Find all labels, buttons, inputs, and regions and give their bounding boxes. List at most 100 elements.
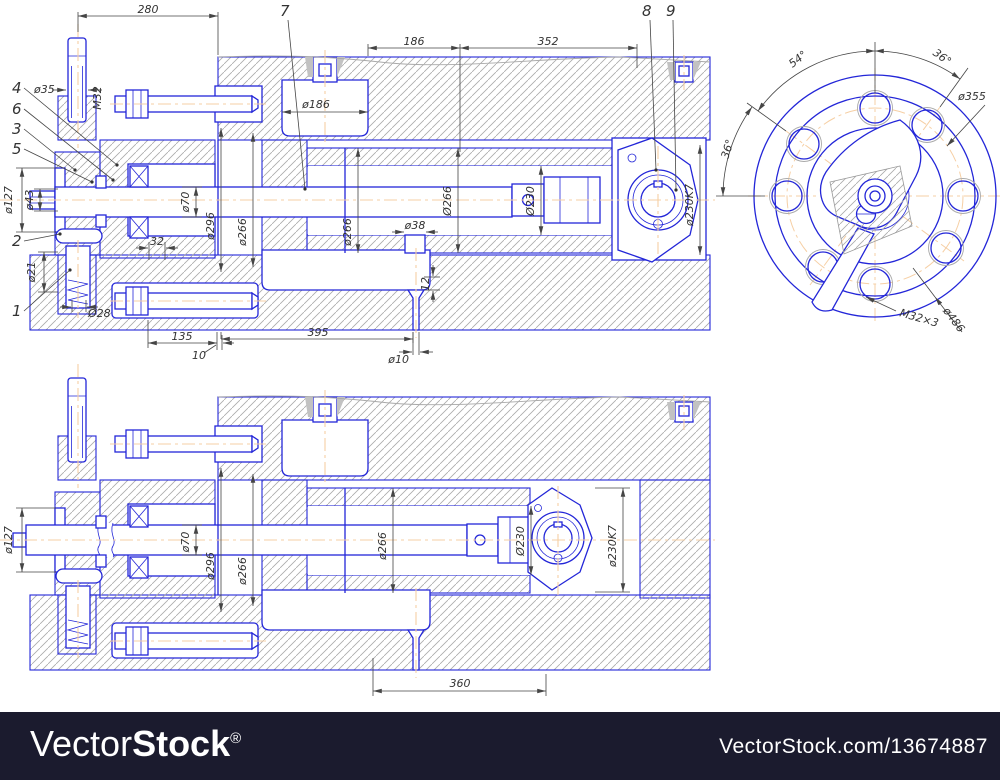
- watermark-background: [0, 712, 1000, 780]
- end-view-lever: [811, 119, 922, 312]
- flange-inner-circle: [774, 95, 976, 297]
- dim-label-dia230k7: ø230K7: [606, 525, 619, 568]
- callout-6: 6: [12, 100, 22, 118]
- dim-label-135: 135: [172, 330, 193, 343]
- dim-dia296: ø296: [204, 468, 224, 612]
- dim-label-dia266-housing: ø266: [236, 557, 249, 586]
- tube-top-wall: [306, 487, 531, 507]
- callout-3: 3: [12, 120, 22, 138]
- dim-label-dia38: ø38: [404, 219, 426, 232]
- plate-hole: [627, 153, 637, 163]
- dim-dia230k7: ø230K7: [683, 145, 703, 255]
- base-cavity: [261, 249, 431, 291]
- dim-dia70: ø70: [179, 524, 202, 556]
- dim-label-186: 186: [404, 35, 425, 48]
- seal-top: [95, 515, 107, 529]
- dim-label-m32: M32: [91, 86, 104, 110]
- bottom-section-view: ø127 ø70 ø296 ø266 ø266 Ø230 ø230K7: [0, 364, 715, 696]
- bolt-hole: [788, 128, 820, 160]
- callout-9: 9: [666, 2, 676, 20]
- dim-label-dia296: ø296: [204, 212, 217, 241]
- dim-label-dia70: ø70: [179, 532, 192, 554]
- top-view-centerlines: [0, 24, 715, 338]
- dim-label-32: 32: [150, 235, 164, 248]
- dim-dia127: ø127: [2, 507, 56, 573]
- base-cavity: [261, 589, 431, 631]
- top-section-view: 280 186 352 ø35 M32 ø186 ø127 ø43: [0, 2, 715, 366]
- dim-label-352: 352: [538, 35, 559, 48]
- callout-7: 7: [280, 2, 290, 20]
- top-view-dimensions: 280 186 352 ø35 M32 ø186 ø127 ø43: [2, 3, 703, 366]
- dim-label-dia230k7: ø230K7: [683, 184, 696, 227]
- dim-dia296: ø296: [204, 128, 224, 272]
- dim-dia38: ø38: [392, 219, 438, 235]
- dim-186-352: 186 352: [367, 35, 638, 152]
- dim-dia266-housing: ø266: [236, 133, 256, 267]
- vertical-stud: [67, 37, 87, 123]
- dim-dia186: ø186: [282, 98, 368, 115]
- vertical-stud: [67, 377, 87, 463]
- callout-8: 8: [642, 2, 652, 20]
- dim-label-dia70: ø70: [179, 192, 192, 214]
- dim-label-280: 280: [138, 3, 159, 16]
- dim-360: 360: [372, 658, 547, 696]
- dim-label-dia127: ø127: [2, 526, 15, 555]
- vectorstock-credit: VectorStock.com/13674887: [719, 735, 988, 758]
- dim-label-360: 360: [450, 677, 471, 690]
- dim-280: 280: [77, 3, 219, 55]
- dim-dia28: Ø28: [60, 300, 111, 320]
- dim-dia230k7: ø230K7: [595, 487, 630, 593]
- callout-4: 4: [12, 79, 22, 97]
- dim-dia10: ø10: [387, 332, 433, 366]
- dim-dia21: ø21: [25, 251, 58, 293]
- dim-dia35: ø35: [33, 83, 102, 96]
- dim-12: 12: [419, 265, 440, 302]
- plate-hole: [534, 504, 542, 512]
- dim-label-dia35: ø35: [33, 83, 55, 96]
- port-hole: [404, 234, 426, 254]
- bottom-view-dimensions: ø127 ø70 ø296 ø266 ø266 Ø230 ø230K7: [2, 468, 630, 696]
- dim-label-dia266-head: ø266: [341, 218, 354, 247]
- lever-lower-arm: [811, 227, 875, 312]
- seal-top: [95, 175, 107, 189]
- casting-outline: [217, 395, 711, 406]
- dim-dia70: ø70: [179, 186, 202, 218]
- watermark-bar: VectorStock® VectorStock.com/13674887: [0, 712, 1000, 780]
- dim-label-36deg-left: 36°: [719, 138, 737, 160]
- bottom-view-gray-details: [217, 395, 711, 420]
- dim-dia43: ø43: [23, 188, 58, 212]
- bolt-hole: [911, 109, 943, 141]
- dim-label-dia266-housing: ø266: [236, 218, 249, 247]
- dim-label-10: 10: [192, 349, 206, 362]
- dim-label-dia266-bore: Ø266: [441, 186, 454, 217]
- dim-dia230-rod: Ø230: [524, 166, 544, 235]
- dim-label-dia43: ø43: [23, 190, 36, 212]
- dim-label-dia10: ø10: [387, 353, 409, 366]
- seal-bottom: [95, 554, 107, 568]
- hub-bore-overlay: [857, 178, 893, 214]
- bolt-circle-centerline: [786, 107, 964, 285]
- seal-bottom: [95, 214, 107, 228]
- callout-2: 2: [12, 232, 22, 250]
- dim-label-dia296: ø296: [204, 552, 217, 581]
- dim-dia266-bore: Ø266: [441, 148, 461, 253]
- vectorstock-logo: VectorStock®: [30, 723, 241, 764]
- bottom-view-centerlines: [0, 364, 715, 678]
- dim-label-dia230-rod: Ø230: [514, 526, 527, 557]
- cross-pin: [55, 568, 103, 584]
- dim-label-dia266-bore: ø266: [376, 532, 389, 561]
- dim-dia127: ø127: [2, 167, 56, 233]
- dim-label-dia186: ø186: [301, 98, 330, 111]
- dim-dia266-housing: ø266: [236, 474, 256, 606]
- dim-label-dia127: ø127: [2, 186, 15, 215]
- top-view-callouts: 4 6 3 5 2 1 7 8 9: [12, 2, 678, 320]
- dim-label-12: 12: [419, 277, 432, 291]
- cross-pin: [55, 228, 103, 244]
- end-view: 54° 36° 36° ø355 M32×3 ø486: [716, 42, 1000, 335]
- right-block: [639, 479, 711, 599]
- drain-channel: [406, 629, 426, 671]
- bolt-hole: [771, 180, 803, 212]
- dim-dia266-head: ø266: [341, 148, 361, 253]
- bolt-hole: [947, 180, 979, 212]
